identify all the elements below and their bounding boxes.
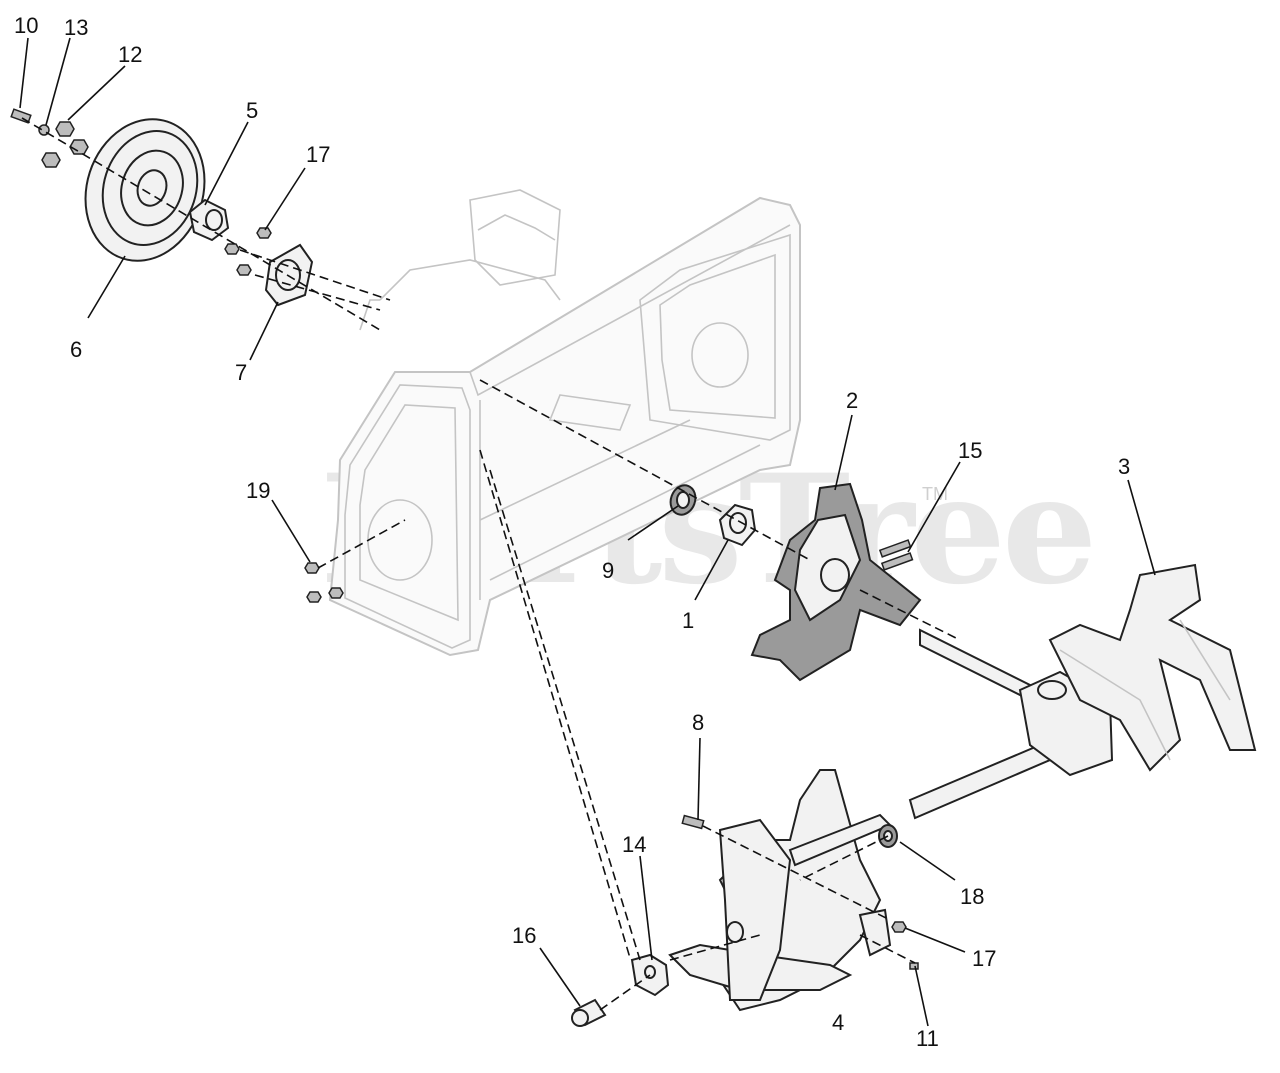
callout-14: 14 (622, 832, 646, 857)
pins-part (878, 539, 914, 571)
watermark-trademark: TM (922, 484, 948, 504)
callout-2: 2 (846, 388, 858, 413)
callout-17-bottom: 17 (972, 946, 996, 971)
lower-auger-part (668, 769, 892, 1012)
callout-7: 7 (235, 360, 247, 385)
assembly-lines (21, 117, 961, 1011)
callout-1: 1 (682, 608, 694, 633)
callout-19: 19 (246, 478, 270, 503)
impeller-part (750, 482, 922, 682)
callout-5: 5 (246, 98, 258, 123)
callout-15: 15 (958, 438, 982, 463)
callout-11: 11 (916, 1026, 939, 1051)
hub-part (188, 198, 230, 242)
callout-3: 3 (1118, 454, 1130, 479)
callout-6: 6 (70, 337, 82, 362)
callout-17-top: 17 (306, 142, 330, 167)
bushing-part (571, 998, 607, 1027)
callout-13: 13 (64, 15, 88, 40)
callout-18: 18 (960, 884, 984, 909)
callout-12: 12 (118, 42, 142, 67)
callout-10: 10 (14, 13, 38, 38)
leader-lines (19, 37, 1156, 1027)
callout-labels: 10 13 12 5 17 6 7 2 15 3 19 9 1 8 14 18 … (14, 13, 1130, 1051)
callout-8: 8 (692, 710, 704, 735)
auger-assembly-part (908, 563, 1257, 820)
callout-4: 4 (832, 1010, 844, 1035)
bearing-plate-part (264, 243, 314, 307)
callout-9: 9 (602, 558, 614, 583)
callout-16: 16 (512, 923, 536, 948)
